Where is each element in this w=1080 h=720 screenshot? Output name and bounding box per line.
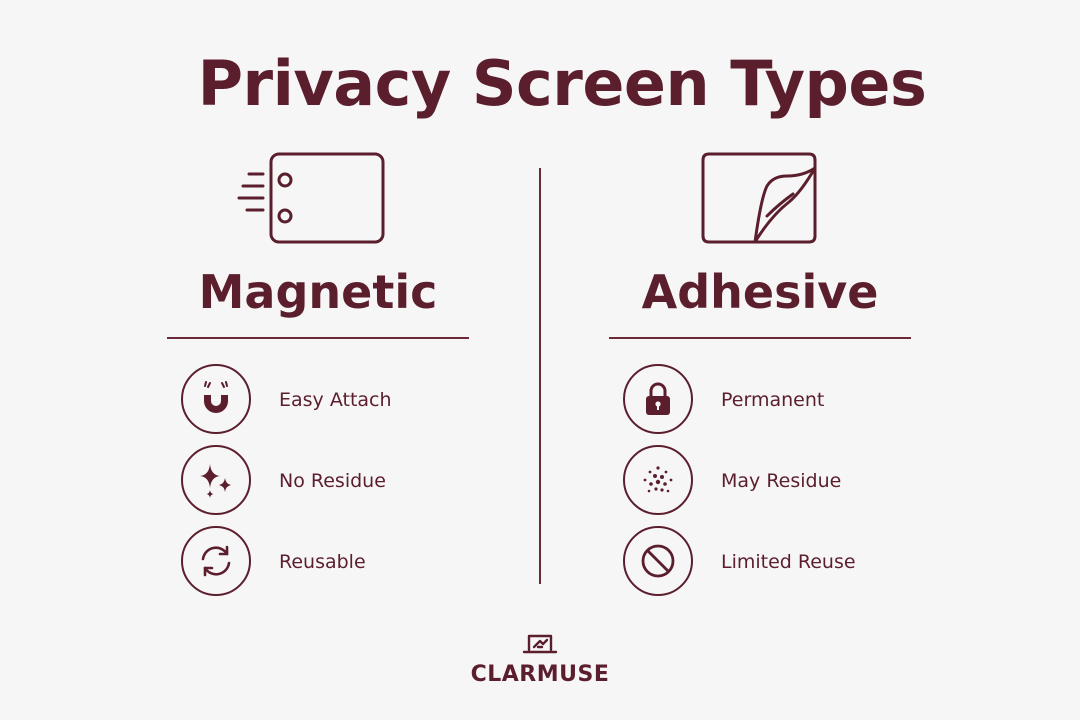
feature-may-residue: May Residue <box>623 445 913 517</box>
page-title: Privacy Screen Types <box>197 47 927 120</box>
brand: CLARMUSE <box>440 632 640 688</box>
adhesive-column: Adhesive Permanent <box>609 0 911 720</box>
feature-label: Easy Attach <box>279 389 392 411</box>
feature-easy-attach: Easy Attach <box>181 364 471 436</box>
adhesive-rule <box>609 337 911 339</box>
magnet-icon <box>181 364 251 434</box>
feature-label: May Residue <box>721 470 842 492</box>
feature-label: Reusable <box>279 551 366 573</box>
clarmuse-logo-icon <box>522 634 558 654</box>
feature-label: Limited Reuse <box>721 551 856 573</box>
refresh-icon <box>181 526 251 596</box>
sparkle-icon <box>181 445 251 515</box>
adhesive-feature-list: Permanent <box>623 364 913 607</box>
magnetic-column: Magnetic Easy Attach <box>167 0 469 720</box>
center-divider <box>539 168 541 584</box>
feature-no-residue: No Residue <box>181 445 471 517</box>
magnetic-screen-icon <box>237 146 389 250</box>
lock-icon <box>623 364 693 434</box>
magnetic-feature-list: Easy Attach No Residue Reus <box>181 364 471 607</box>
adhesive-heading: Adhesive <box>641 265 879 319</box>
feature-limited-reuse: Limited Reuse <box>623 526 913 598</box>
feature-label: No Residue <box>279 470 386 492</box>
feature-label: Permanent <box>721 389 825 411</box>
dots-icon <box>623 445 693 515</box>
peeling-film-icon <box>697 146 821 250</box>
prohibited-icon <box>623 526 693 596</box>
feature-reusable: Reusable <box>181 526 471 598</box>
brand-name: CLARMUSE <box>470 662 610 687</box>
magnetic-rule <box>167 337 469 339</box>
magnetic-heading: Magnetic <box>198 265 438 319</box>
feature-permanent: Permanent <box>623 364 913 436</box>
